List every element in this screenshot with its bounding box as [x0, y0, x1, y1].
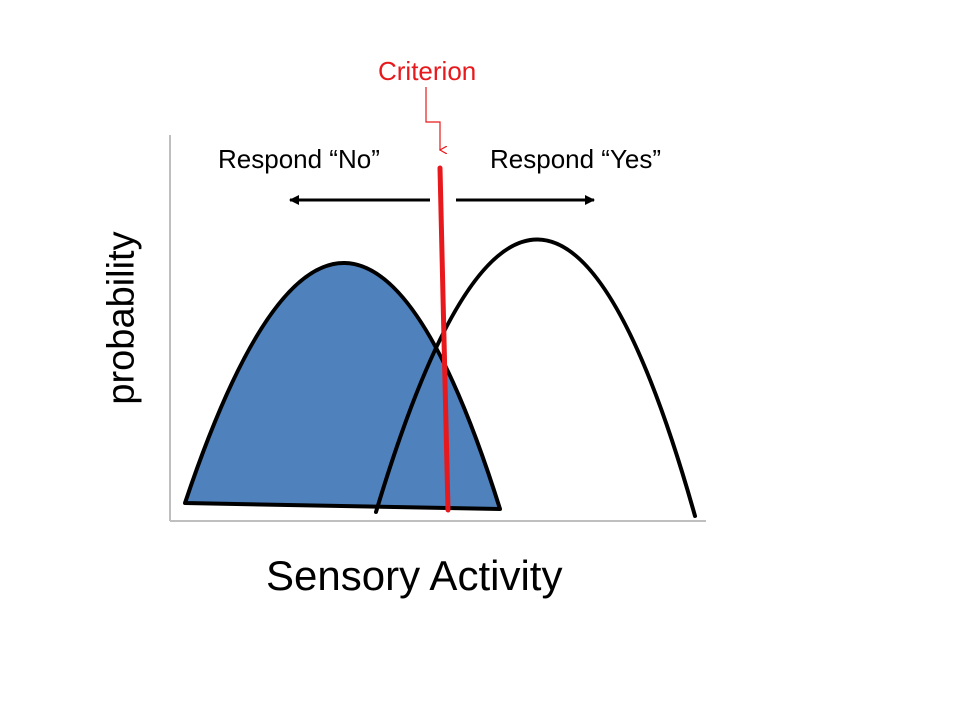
y-axis-label: probability [100, 231, 143, 405]
criterion-callout-connector [425, 87, 440, 150]
respond-no-label: Respond “No” [218, 144, 380, 174]
criterion-label: Criterion [378, 56, 477, 86]
respond-yes-label: Respond “Yes” [490, 144, 662, 174]
signal-distribution [374, 237, 697, 518]
criterion-line [437, 165, 451, 513]
noise-distribution [183, 261, 502, 511]
x-axis-label: Sensory Activity [266, 552, 563, 599]
